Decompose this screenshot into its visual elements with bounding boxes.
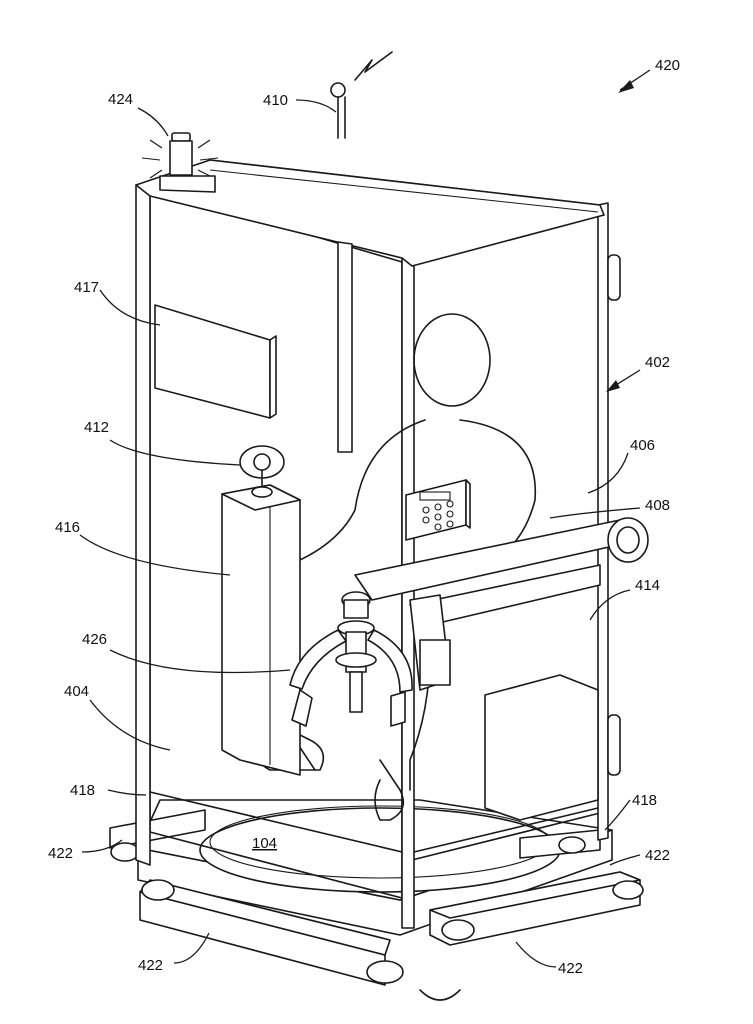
label-418-left: 418 <box>70 782 95 799</box>
seat-pedestal-416 <box>221 484 301 776</box>
label-424: 424 <box>108 91 133 108</box>
label-417: 417 <box>74 279 99 296</box>
antenna-410 <box>330 51 393 139</box>
label-422-bottom-right: 422 <box>558 960 583 977</box>
label-406: 406 <box>630 437 655 454</box>
robotic-arm-414 <box>354 517 649 691</box>
leader-lines <box>79 69 651 968</box>
label-422-left: 422 <box>48 845 73 862</box>
label-426: 426 <box>82 631 107 648</box>
inner-post <box>337 241 353 453</box>
keypad-406 <box>405 479 471 541</box>
label-402: 402 <box>645 354 670 371</box>
label-420: 420 <box>655 57 680 74</box>
label-410: 410 <box>263 92 288 109</box>
display-417 <box>154 304 277 419</box>
label-104: 104 <box>252 835 277 852</box>
label-414: 414 <box>635 577 660 594</box>
rear-box <box>484 674 599 821</box>
beacon-light-424 <box>141 132 219 193</box>
label-422-right: 422 <box>645 847 670 864</box>
base-platform <box>137 799 613 1001</box>
label-416: 416 <box>55 519 80 536</box>
label-412: 412 <box>84 419 109 436</box>
reference-labels: 420 424 410 417 402 412 406 408 416 414 … <box>48 57 680 977</box>
wireless-signal-icon <box>354 51 393 81</box>
gripper-426 <box>289 591 413 727</box>
label-408: 408 <box>645 497 670 514</box>
cage-enclosure-402 <box>135 159 621 929</box>
joystick-412 <box>239 445 285 498</box>
label-404: 404 <box>64 683 89 700</box>
leveling-feet <box>109 809 644 986</box>
label-422-bottom-left: 422 <box>138 957 163 974</box>
label-418-right: 418 <box>632 792 657 809</box>
